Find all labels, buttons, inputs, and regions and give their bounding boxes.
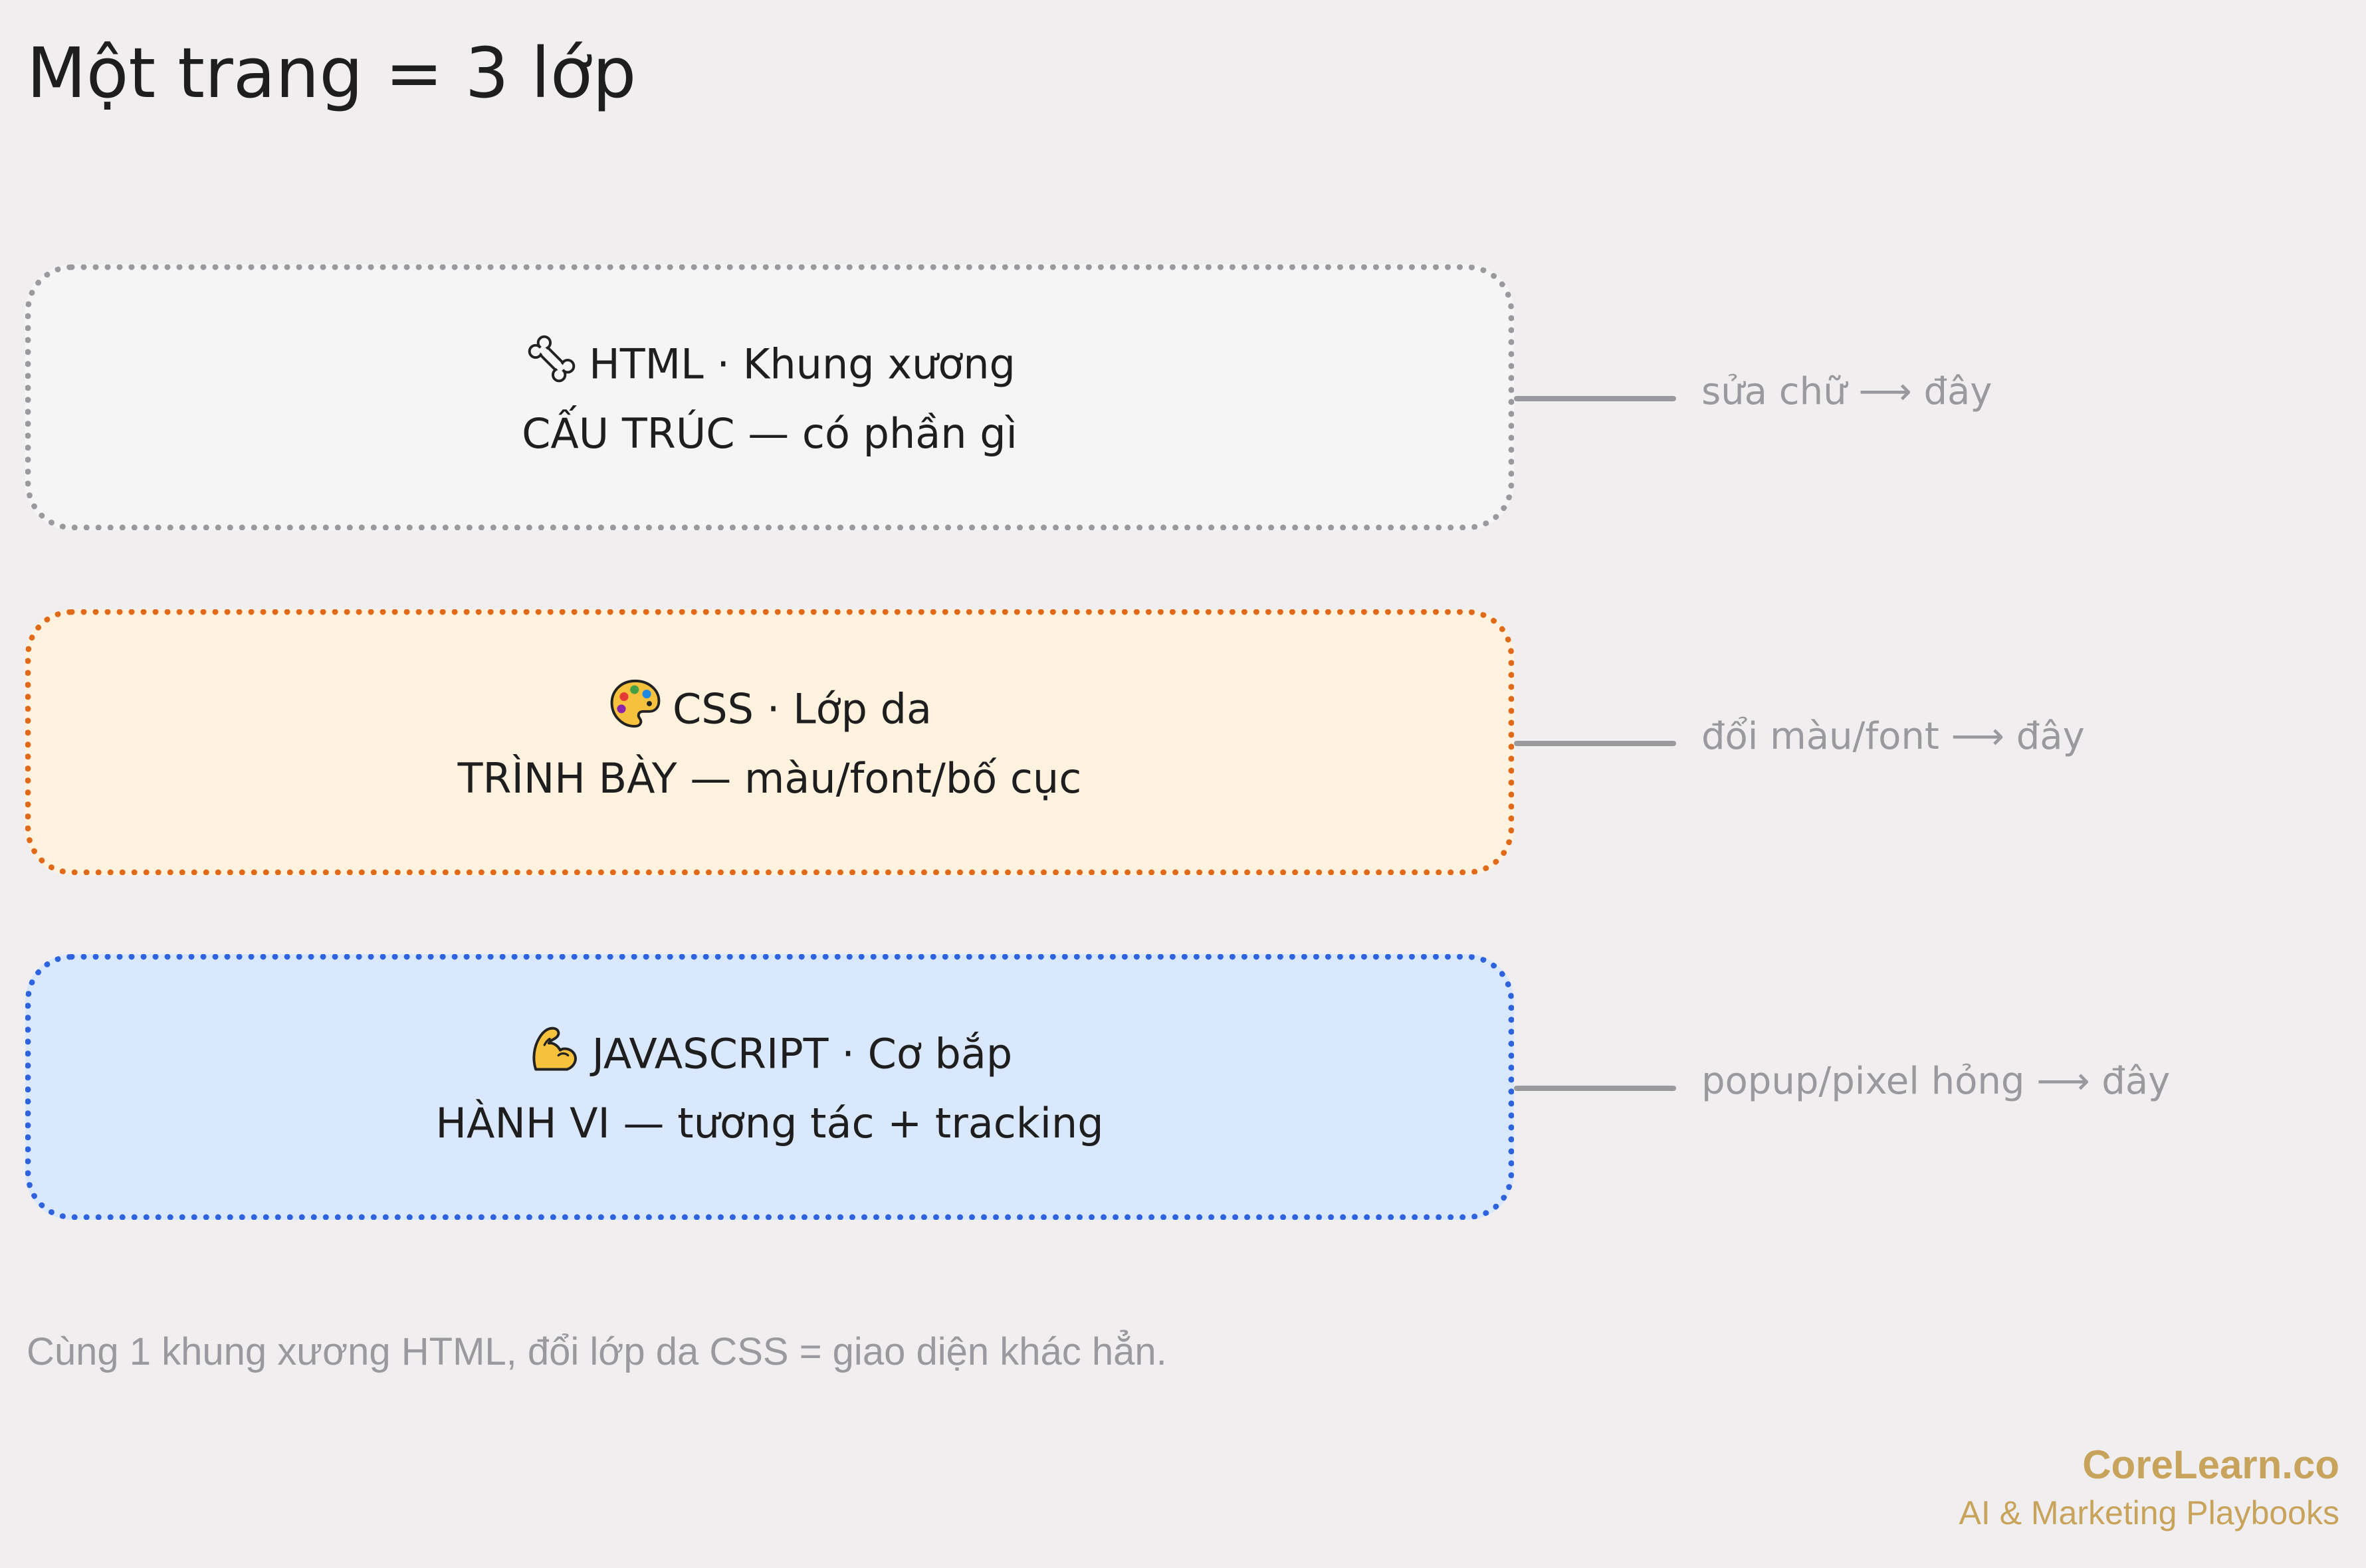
css-layer-box: CSS · Lớp da TRÌNH BÀY — màu/font/bố cục	[25, 609, 1514, 875]
html-layer-note: sửa chữ ⟶ đây	[1701, 370, 1992, 413]
html-layer-heading: HTML · Khung xương	[524, 331, 1016, 403]
flexed-biceps-icon	[527, 1021, 583, 1093]
css-layer-connector	[1514, 741, 1676, 746]
js-layer-note: popup/pixel hỏng ⟶ đây	[1701, 1060, 2171, 1103]
bone-icon	[524, 331, 580, 403]
js-layer-connector	[1514, 1086, 1676, 1091]
html-layer-connector	[1514, 396, 1676, 401]
js-layer-heading-text: JAVASCRIPT · Cơ bắp	[592, 1029, 1013, 1078]
css-layer-description: TRÌNH BÀY — màu/font/bố cục	[457, 753, 1082, 803]
page-title: Một trang = 3 lớp	[27, 33, 637, 114]
caption-text: Cùng 1 khung xương HTML, đổi lớp da CSS …	[27, 1330, 1167, 1373]
js-layer-box: JAVASCRIPT · Cơ bắp HÀNH VI — tương tác …	[25, 954, 1514, 1220]
html-layer-box: HTML · Khung xương CẤU TRÚC — có phần gì	[25, 264, 1514, 530]
brand-tagline: AI & Marketing Playbooks	[1959, 1494, 2340, 1531]
palette-icon	[607, 676, 663, 748]
js-layer-description: HÀNH VI — tương tác + tracking	[435, 1098, 1104, 1147]
css-layer-note: đổi màu/font ⟶ đây	[1701, 715, 2085, 758]
brand-name: CoreLearn.co	[2082, 1442, 2339, 1487]
css-layer-heading-text: CSS · Lớp da	[672, 684, 932, 734]
html-layer-description: CẤU TRÚC — có phần gì	[522, 409, 1018, 458]
css-layer-heading: CSS · Lớp da	[607, 676, 932, 748]
html-layer-heading-text: HTML · Khung xương	[589, 340, 1016, 389]
js-layer-heading: JAVASCRIPT · Cơ bắp	[527, 1021, 1013, 1093]
